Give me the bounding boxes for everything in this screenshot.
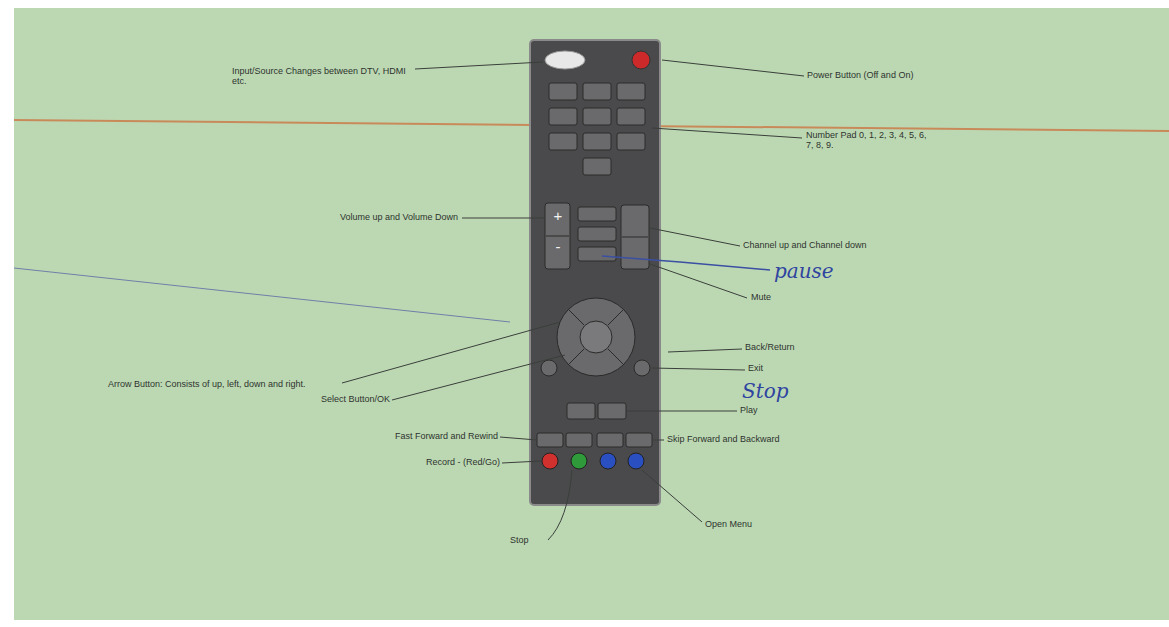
handwritten-note: Stop [742, 380, 842, 403]
callout-label: Mute [751, 292, 811, 302]
callout-label: Number Pad 0, 1, 2, 3, 4, 5, 6, 7, 8, 9. [806, 130, 936, 151]
callout-label: Power Button (Off and On) [807, 70, 917, 80]
callout-label: Exit [748, 363, 808, 373]
callout-label: Channel up and Channel down [743, 240, 913, 250]
callout-label: Open Menu [705, 519, 795, 529]
callout-label: Back/Return [745, 342, 845, 352]
callout-label: Play [740, 405, 800, 415]
callout-label: Select Button/OK [282, 394, 390, 404]
handwritten-note: pause [774, 260, 874, 283]
callout-label: Stop [510, 535, 550, 545]
callout-label: Volume up and Volume Down [270, 212, 458, 222]
callout-label: Arrow Button: Consists of up, left, down… [108, 379, 340, 389]
callout-label: Input/Source Changes between DTV, HDMI e… [232, 66, 412, 87]
button-symbol: - [551, 238, 565, 255]
button-symbol: + [551, 207, 565, 224]
callout-label: Fast Forward and Rewind [328, 431, 498, 441]
callout-label: Record - (Red/Go) [340, 457, 500, 467]
callout-label: Skip Forward and Backward [667, 434, 847, 444]
